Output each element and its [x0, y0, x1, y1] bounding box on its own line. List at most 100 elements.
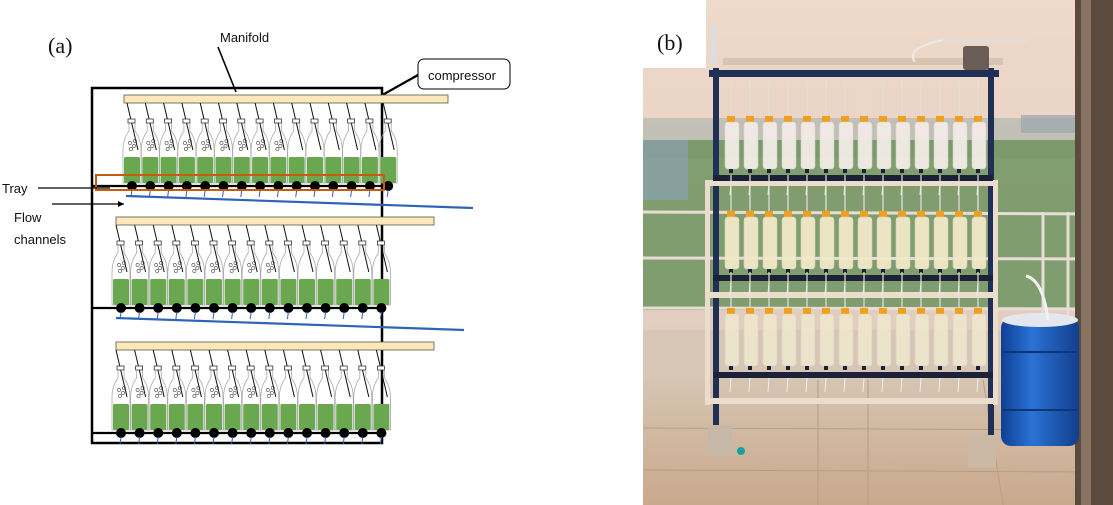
- bottle-cap: [135, 240, 144, 246]
- bottle-cap: [803, 211, 811, 217]
- algae-culture: [354, 404, 371, 430]
- air-bubble: [191, 388, 196, 392]
- air-tube: [282, 349, 295, 398]
- bottle: [250, 102, 270, 198]
- drain-tube: [222, 189, 224, 198]
- bottle-cap: [200, 118, 209, 124]
- air-bubble: [136, 269, 141, 273]
- air-bubble: [247, 388, 252, 392]
- door-frame: [1075, 0, 1113, 505]
- rack-shelf-2: [713, 175, 993, 296]
- algae-culture: [261, 279, 278, 305]
- bottle-valve: [976, 169, 980, 173]
- air-tube: [309, 102, 322, 151]
- air-bubble: [252, 386, 257, 390]
- door-frame-highlight: [1081, 0, 1091, 505]
- bottle-cap: [135, 365, 144, 371]
- bottle-valve: [824, 169, 828, 173]
- bottle: [186, 224, 205, 320]
- drain-line: [729, 377, 732, 393]
- bottle-cap: [376, 240, 385, 246]
- bottle-cap: [917, 211, 925, 217]
- bottle-cap: [383, 118, 392, 124]
- culture-bottle: [876, 313, 892, 367]
- bottle-cap: [746, 211, 754, 217]
- air-tube: [382, 102, 395, 151]
- photo-panel-b: (b): [643, 0, 1113, 505]
- drain-tube: [231, 436, 234, 445]
- bottle-cap: [265, 365, 274, 371]
- bottle-valve: [976, 269, 980, 273]
- air-bubble: [275, 147, 280, 151]
- drain-hose: [1025, 274, 1050, 321]
- bottle-cap: [321, 365, 330, 371]
- bottle: [223, 224, 242, 320]
- air-bubble: [173, 394, 178, 398]
- manifold-bar: [115, 216, 435, 226]
- bottle: [360, 102, 380, 198]
- drain-tube: [361, 311, 364, 320]
- bottle: [204, 224, 224, 320]
- algae-culture: [142, 157, 159, 183]
- bottle-valve: [786, 269, 790, 273]
- air-bubble: [172, 388, 177, 392]
- bottle-cap: [879, 211, 887, 217]
- bottle-cap: [116, 365, 125, 371]
- air-bubble: [118, 269, 122, 273]
- air-tube: [346, 102, 359, 151]
- culture-bottle: [781, 313, 797, 367]
- bottle: [297, 224, 317, 320]
- culture-bottle: [819, 216, 835, 270]
- air-bubble: [150, 144, 155, 148]
- drain-tube: [368, 189, 371, 198]
- air-bubble: [237, 141, 242, 145]
- bottle: [130, 224, 149, 320]
- bottle-cap: [936, 116, 944, 122]
- compressor-hose: [912, 39, 944, 63]
- air-tube: [282, 224, 295, 273]
- bottle-cap: [228, 240, 237, 246]
- air-tube: [327, 102, 340, 151]
- bottle: [297, 349, 317, 445]
- bottle-cap: [273, 118, 282, 124]
- air-bubble: [210, 263, 214, 267]
- bottle-valve: [919, 169, 923, 173]
- drain-tube: [240, 189, 243, 198]
- air-tube: [320, 349, 333, 398]
- bottle-valve: [767, 269, 771, 273]
- algae-culture: [113, 404, 129, 430]
- air-bubble: [155, 269, 160, 273]
- air-tube: [338, 349, 351, 398]
- culture-bottle: [800, 313, 816, 367]
- air-bubble: [139, 391, 144, 395]
- algae-culture: [131, 279, 148, 305]
- bottle-valve: [938, 366, 942, 370]
- air-tube: [357, 224, 370, 273]
- bottle-cap: [209, 240, 218, 246]
- frame-post-left: [713, 68, 719, 428]
- culture-bottle: [762, 121, 778, 170]
- drain-tube: [286, 311, 289, 320]
- tray-highlight: [95, 174, 385, 191]
- culture-bottle: [838, 121, 854, 170]
- bottle-cap: [283, 240, 292, 246]
- air-bubble: [270, 261, 275, 265]
- bottle: [372, 349, 391, 445]
- air-bubble: [165, 147, 170, 151]
- schematic-panel-a: (a) Manifold compressor Tray Flow channe…: [2, 30, 511, 445]
- bottle-cap: [190, 365, 199, 371]
- bottle-cap: [190, 240, 199, 246]
- bottle-cap: [803, 116, 811, 122]
- culture-bottle: [952, 121, 968, 170]
- air-bubble: [135, 263, 140, 267]
- air-bubble: [206, 139, 211, 143]
- drum-lid: [1002, 313, 1078, 327]
- drain-tube: [212, 436, 215, 445]
- bottle-cap: [283, 365, 292, 371]
- bottle-valve: [748, 366, 752, 370]
- culture-bottle: [857, 121, 873, 170]
- blue-drum: [1001, 274, 1079, 446]
- air-bubble: [228, 263, 233, 267]
- bottle-valve: [805, 366, 809, 370]
- shelf-beam: [713, 175, 993, 181]
